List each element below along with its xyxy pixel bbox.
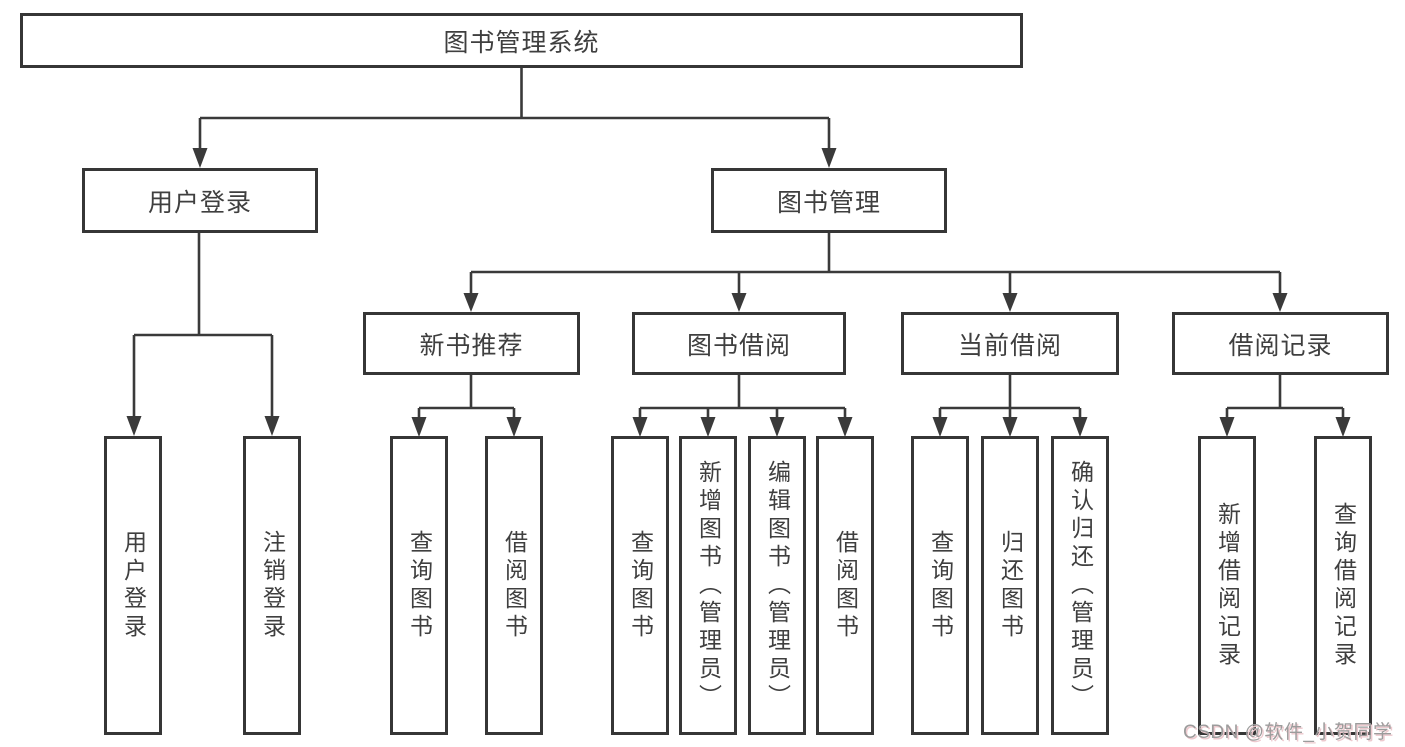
leaf-user-login: 用户登录 [104, 436, 162, 735]
leaf-query-book-borrow: 查询图书 [611, 436, 669, 735]
leaf-confirm-return-admin: 确认归还（管理员） [1051, 436, 1109, 735]
leaf-query-book-current: 查询图书 [911, 436, 969, 735]
connector-new-book-recommend-to-children [411, 375, 522, 437]
node-book-management: 图书管理 [711, 168, 947, 233]
connector-book-borrow-to-children [632, 375, 853, 437]
leaf-borrow-book: 借阅图书 [816, 436, 874, 735]
csdn-watermark: CSDN @软件_小贺同学 [1183, 722, 1393, 743]
leaf-add-borrow-record: 新增借阅记录 [1198, 436, 1256, 735]
node-current-borrow: 当前借阅 [901, 312, 1119, 375]
connector-book-management-to-level3 [463, 233, 1288, 312]
leaf-add-book-admin: 新增图书（管理员） [679, 436, 737, 735]
node-borrow-records: 借阅记录 [1172, 312, 1389, 375]
connector-borrow-records-to-children [1219, 375, 1351, 437]
leaf-borrow-book-recommend: 借阅图书 [485, 436, 543, 735]
leaf-edit-book-admin: 编辑图书（管理员） [748, 436, 806, 735]
node-new-book-recommend: 新书推荐 [363, 312, 580, 375]
connector-current-borrow-to-children [932, 375, 1088, 437]
connector-user-login-to-children [126, 233, 280, 436]
node-book-borrow: 图书借阅 [632, 312, 846, 375]
leaf-query-book-recommend: 查询图书 [390, 436, 448, 735]
leaf-logout: 注销登录 [243, 436, 301, 735]
node-library-management-system: 图书管理系统 [20, 13, 1023, 68]
node-user-login: 用户登录 [82, 168, 318, 233]
leaf-query-borrow-record: 查询借阅记录 [1314, 436, 1372, 735]
connector-root-to-level2 [192, 68, 837, 168]
leaf-return-book: 归还图书 [981, 436, 1039, 735]
